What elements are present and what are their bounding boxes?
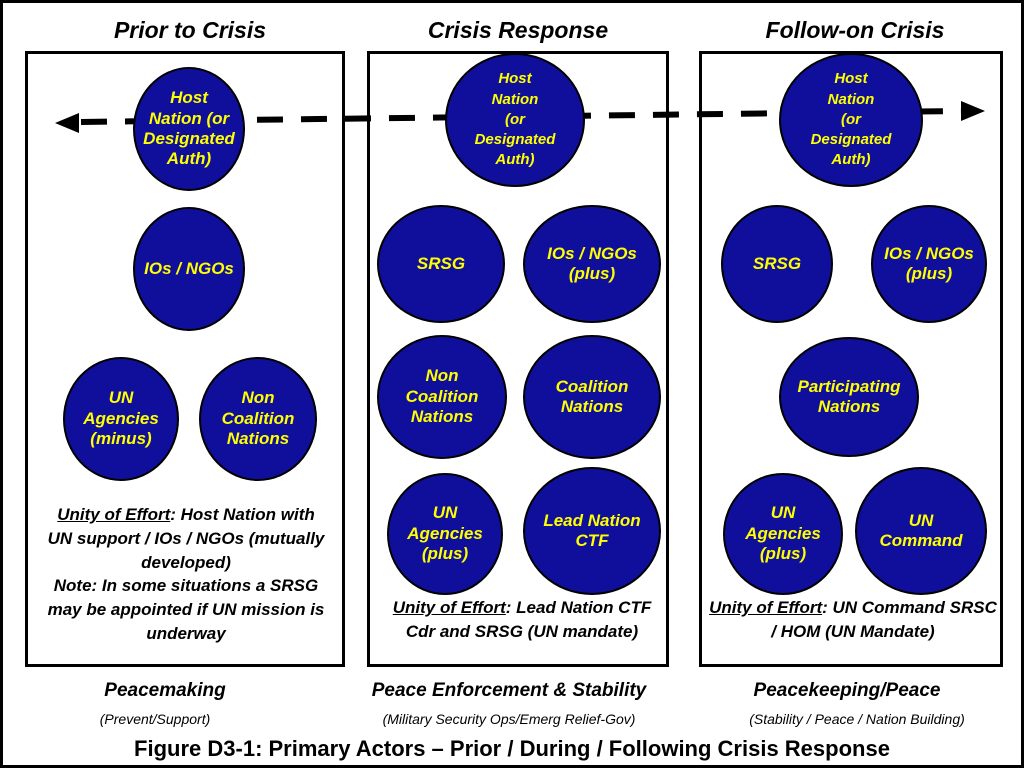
actor-label: SRSG <box>752 253 802 273</box>
actor-label: UN Agencies (plus) <box>745 503 821 564</box>
phase-sub-prevent-support: (Prevent/Support) <box>99 711 211 727</box>
column-title-prior: Prior to Crisis <box>113 17 267 43</box>
actor-un-agencies: UN Agencies (minus) <box>63 357 179 481</box>
unity-of-effort-follow-on: Unity of Effort: UN Command SRSC / HOM (… <box>709 596 997 644</box>
actor-label: SRSG <box>416 253 466 273</box>
actor-srsg: SRSG <box>721 205 833 323</box>
phase-label-peacekeeping: Peacekeeping/Peace <box>753 680 941 701</box>
actor-coalition-nations: Coalition Nations <box>523 335 661 459</box>
actor-un-agencies-plus: UN Agencies (plus) <box>723 473 843 595</box>
actor-label: Coalition Nations <box>555 376 629 416</box>
phase-label-peace-enforcement: Peace Enforcement & Stability <box>371 680 647 701</box>
actor-label: IOs / NGOs (plus) <box>547 243 637 283</box>
actor-ios-ngos-plus: IOs / NGOs (plus) <box>871 205 987 323</box>
actor-lead-nation-ctf: Lead Nation CTF <box>523 467 661 595</box>
column-title-crisis-response: Crisis Response <box>427 17 609 43</box>
actor-label: IOs / NGOs <box>144 258 234 278</box>
phase-sub-stability-peace: (Stability / Peace / Nation Building) <box>749 711 965 727</box>
unity-of-effort-prior: Unity of Effort: Host Nation with UN sup… <box>43 503 329 646</box>
column-title-follow-on: Follow-on Crisis <box>765 17 945 43</box>
unity-of-effort-label: Unity of Effort <box>392 598 506 617</box>
actor-host-nation: Host Nation (or Designated Auth) <box>445 53 585 187</box>
unity-of-effort-text: : UN Command SRSC / HOM (UN Mandate) <box>771 598 997 641</box>
actor-label: Host Nation (or Designated Auth) <box>474 70 556 169</box>
actor-label: Non Coalition Nations <box>221 388 295 449</box>
actor-host-nation: Host Nation (or Designated Auth) <box>779 53 923 187</box>
unity-of-effort-crisis: Unity of Effort: Lead Nation CTF Cdr and… <box>387 596 657 644</box>
actor-label: UN Agencies (minus) <box>83 388 159 449</box>
unity-of-effort-text: : Host Nation with UN support / IOs / NG… <box>47 505 325 572</box>
actor-label: UN Agencies (plus) <box>407 503 483 564</box>
figure-caption: Figure D3-1: Primary Actors – Prior / Du… <box>134 736 890 761</box>
actor-label: Lead Nation CTF <box>543 510 641 550</box>
arrowhead-left-icon <box>55 113 79 133</box>
actor-label: UN Command <box>879 510 963 550</box>
arrowhead-right-icon <box>961 101 985 121</box>
actor-label: Host Nation (or Designated Auth) <box>143 88 235 169</box>
actor-label: Participating Nations <box>797 376 901 416</box>
actor-un-command: UN Command <box>855 467 987 595</box>
unity-of-effort-label: Unity of Effort <box>709 598 823 617</box>
phase-label-peacemaking: Peacemaking <box>104 680 226 701</box>
actor-host-nation: Host Nation (or Designated Auth) <box>133 67 245 191</box>
unity-of-effort-text: : Lead Nation CTF Cdr and SRSG (UN manda… <box>405 598 652 641</box>
actor-non-coalition-nations: Non Coalition Nations <box>377 335 507 459</box>
unity-of-effort-note: Note: In some situations a SRSG may be a… <box>47 576 325 643</box>
actor-non-coalition-nations: Non Coalition Nations <box>199 357 317 481</box>
actor-participating-nations: Participating Nations <box>779 337 919 457</box>
actor-ios-ngos-plus: IOs / NGOs (plus) <box>523 205 661 323</box>
actor-label: Host Nation (or Designated Auth) <box>810 70 892 169</box>
phase-sub-military-security: (Military Security Ops/Emerg Relief-Gov) <box>382 711 636 727</box>
actor-ios-ngos: IOs / NGOs <box>133 207 245 331</box>
unity-of-effort-label: Unity of Effort <box>57 505 171 524</box>
actor-un-agencies-plus: UN Agencies (plus) <box>387 473 503 595</box>
actor-srsg: SRSG <box>377 205 505 323</box>
actor-label: IOs / NGOs (plus) <box>884 243 974 283</box>
actor-label: Non Coalition Nations <box>405 366 479 427</box>
